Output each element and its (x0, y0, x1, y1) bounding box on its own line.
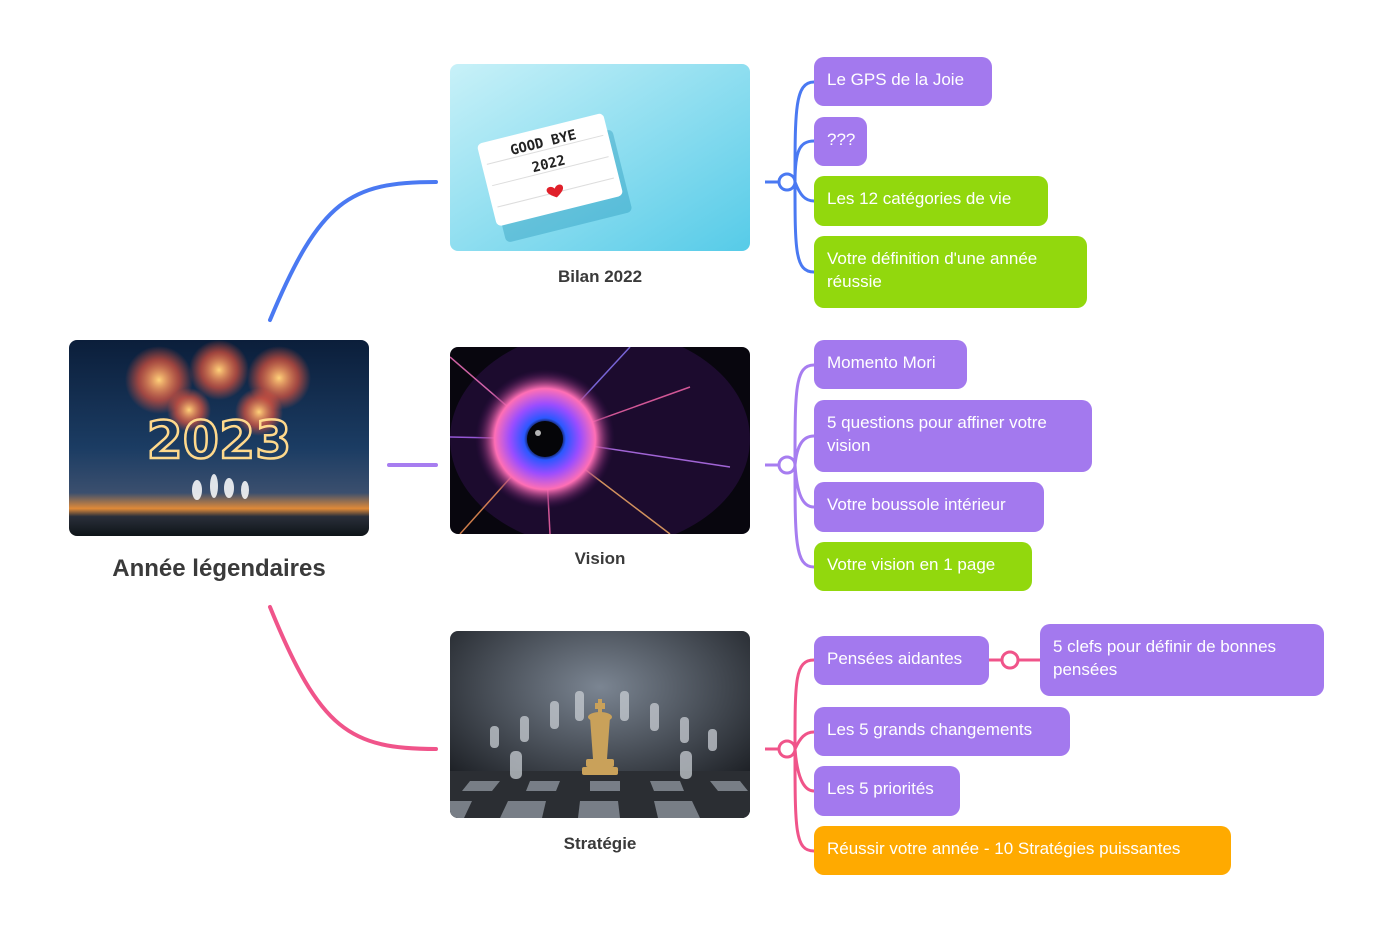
lightbox-text-line-2: 2022 (530, 153, 567, 177)
topic-gps-joie[interactable]: Le GPS de la Joie (814, 57, 992, 106)
topic-5-grands-changements[interactable]: Les 5 grands changements (814, 707, 1070, 756)
bilan-label[interactable]: Bilan 2022 (557, 267, 643, 286)
vision-junction-dot[interactable] (777, 455, 797, 475)
strategie-label[interactable]: Stratégie (563, 834, 637, 853)
chess-king-piece (582, 699, 618, 775)
connector-root-strategie (268, 605, 438, 751)
good-bye-2022-image: GOOD BYE 2022 (450, 64, 750, 251)
heart-icon (546, 184, 563, 198)
pensees-junction-dot[interactable] (1000, 650, 1020, 670)
topic-5-questions[interactable]: 5 questions pour affiner votre vision (814, 400, 1092, 472)
subtopic-5-clefs[interactable]: 5 clefs pour définir de bonnes pensées (1040, 624, 1324, 696)
topic-momento-mori[interactable]: Momento Mori (814, 340, 967, 389)
bilan-junction-dot[interactable] (777, 172, 797, 192)
svg-text:2023: 2023 (147, 411, 292, 471)
eye-image (450, 347, 750, 534)
strategie-junction-dot[interactable] (777, 739, 797, 759)
topic-question-marks[interactable]: ??? (814, 117, 867, 166)
strategie-image[interactable] (450, 631, 750, 818)
vision-label[interactable]: Vision (574, 549, 626, 568)
bilan-image[interactable]: GOOD BYE 2022 (450, 64, 750, 251)
topic-pensees-aidantes[interactable]: Pensées aidantes (814, 636, 989, 685)
chess-image (450, 631, 750, 818)
topic-definition-annee[interactable]: Votre définition d'une année réussie (814, 236, 1087, 308)
vision-image[interactable] (450, 347, 750, 534)
topic-12-categories[interactable]: Les 12 catégories de vie (814, 176, 1048, 226)
connector-vision-topics (765, 363, 815, 569)
fireworks-2023-image: 2023 (69, 340, 369, 536)
connector-strategie-topics (765, 658, 1040, 853)
topic-vision-1-page[interactable]: Votre vision en 1 page (814, 542, 1032, 591)
root-label[interactable]: Année légendaires (112, 555, 326, 582)
topic-reussir-annee[interactable]: Réussir votre année - 10 Stratégies puis… (814, 826, 1231, 875)
connector-bilan-topics (765, 80, 815, 274)
root-image[interactable]: 2023 (69, 340, 369, 536)
connector-root-bilan (268, 180, 438, 322)
topic-5-priorites[interactable]: Les 5 priorités (814, 766, 960, 816)
topic-boussole[interactable]: Votre boussole intérieur (814, 482, 1044, 532)
